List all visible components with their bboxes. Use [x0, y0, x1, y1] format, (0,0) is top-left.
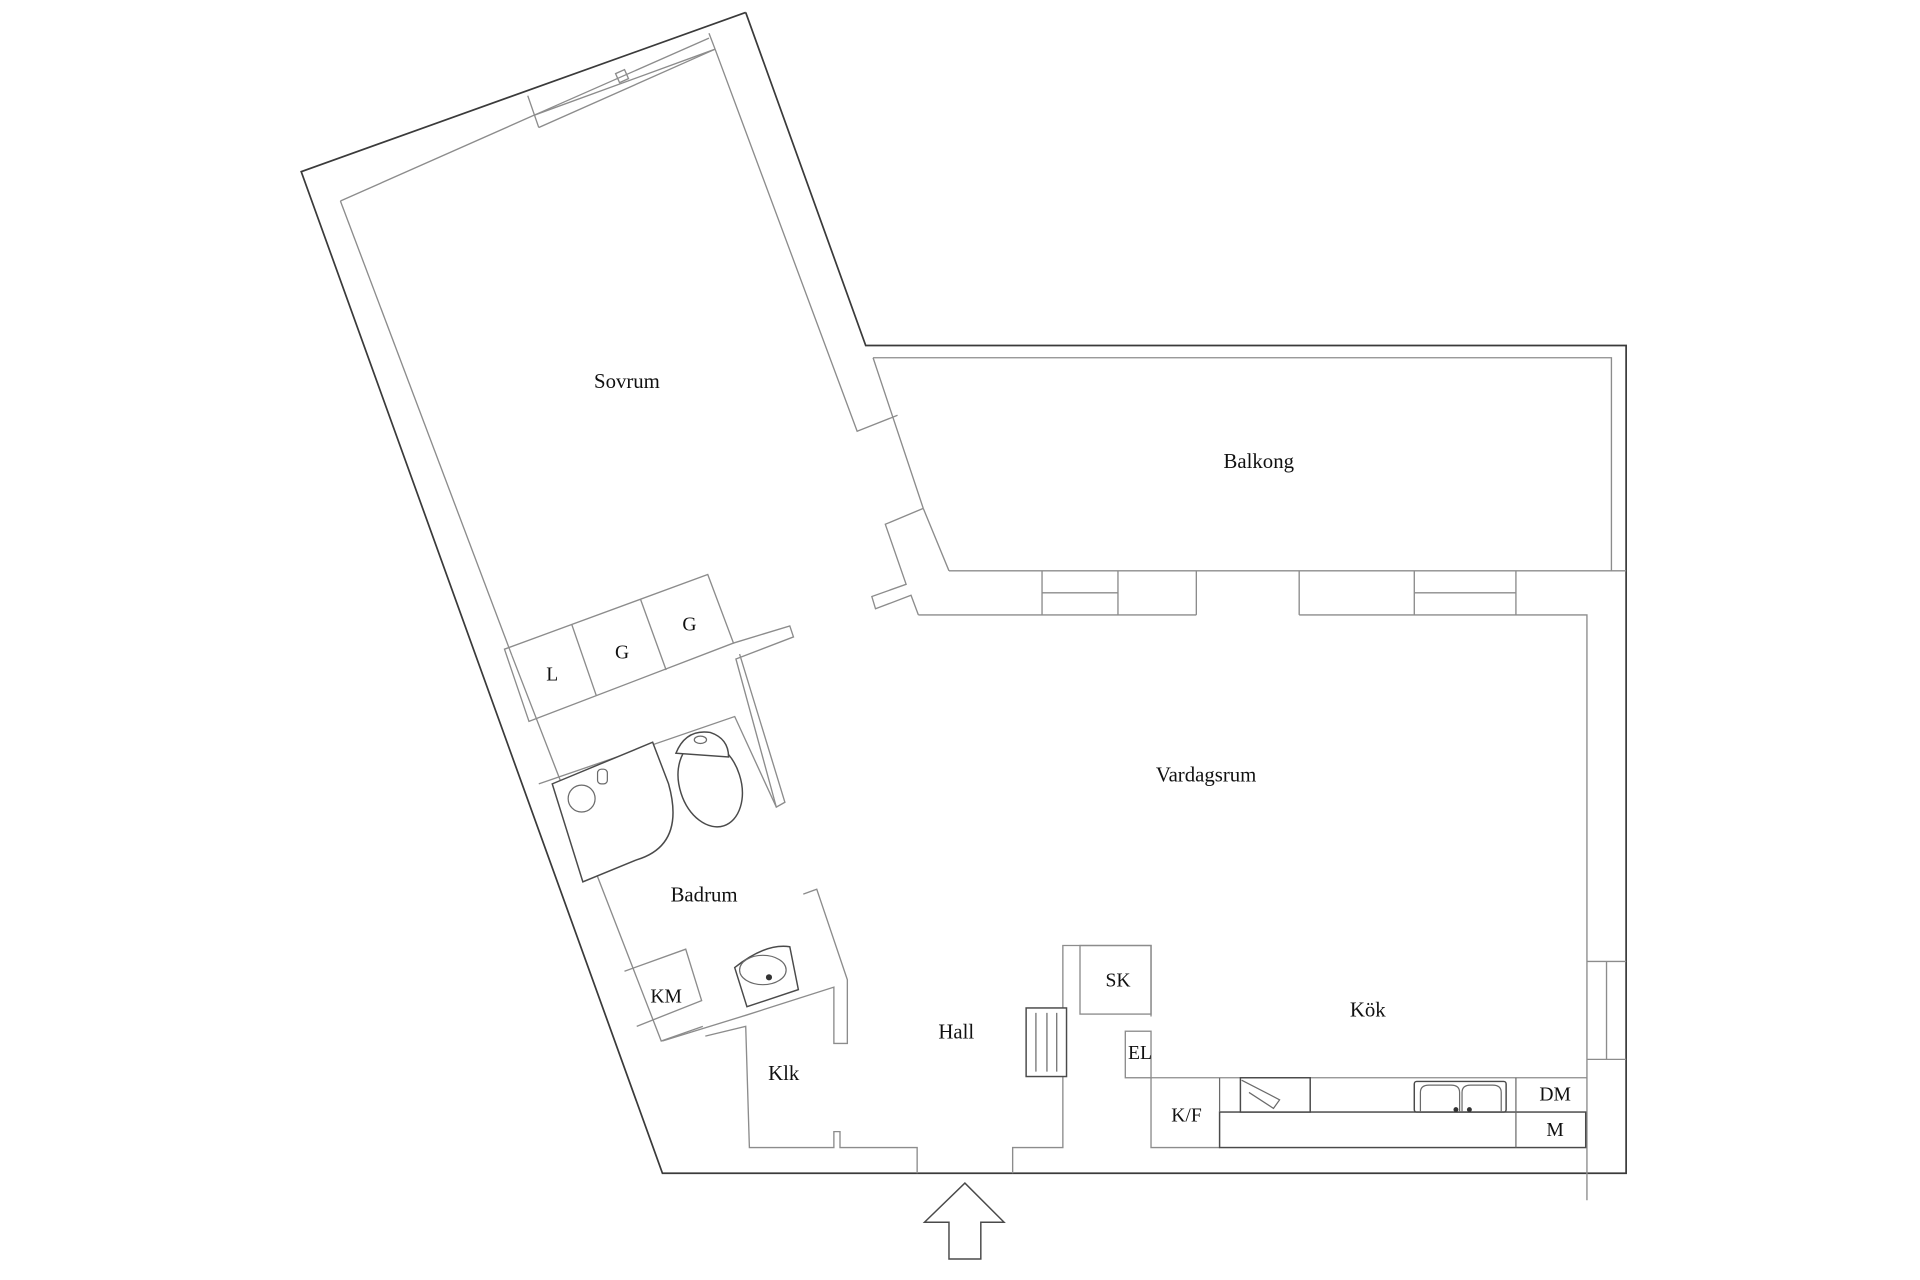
room-label-klk: Klk [768, 1061, 800, 1085]
closet-label-sk: SK [1105, 971, 1130, 992]
right-window [1586, 960, 1627, 1061]
closet-label-l: L [546, 665, 558, 686]
appliance-label-dm: DM [1539, 1085, 1571, 1106]
room-label-vardagsrum: Vardagsrum [1156, 762, 1257, 786]
closet-label-g1: G [615, 643, 629, 664]
room-label-balkong: Balkong [1224, 449, 1294, 473]
outer-walls [300, 11, 1627, 1175]
sovrum-walls [339, 33, 924, 656]
closet-label-el: EL [1128, 1043, 1152, 1064]
room-label-hall: Hall [938, 1019, 974, 1043]
closet-label-g2: G [682, 614, 696, 635]
room-label-badrum: Badrum [671, 882, 738, 906]
badrum-walls [511, 655, 849, 1045]
room-label-kok: Kök [1350, 997, 1386, 1021]
closet-label-km: KM [650, 987, 682, 1008]
wardrobe-row [503, 573, 795, 809]
balkong-walls [873, 357, 1627, 1201]
closet-label-kf: K/F [1171, 1105, 1202, 1126]
room-label-sovrum: Sovrum [594, 369, 660, 393]
hall-walls [705, 944, 1152, 1174]
kitchen [1150, 1077, 1587, 1149]
entrance-arrow-icon [922, 1182, 1006, 1260]
appliance-label-m: M [1546, 1120, 1563, 1141]
